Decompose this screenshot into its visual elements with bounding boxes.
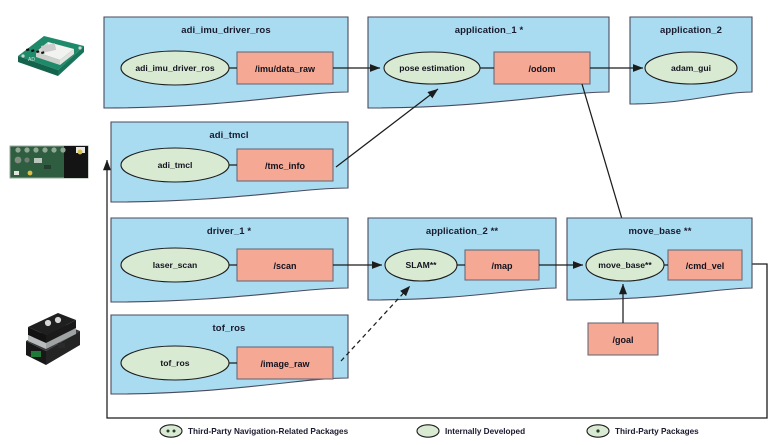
panel-title: application_1 * <box>455 25 524 36</box>
panel-adi-tmcl[interactable]: adi_tmcl adi_tmcl /tmc_info <box>110 121 349 203</box>
panel-driver-1[interactable]: driver_1 * laser_scan /scan <box>110 217 349 303</box>
panel-title: adi_imu_driver_ros <box>181 25 270 36</box>
legend-label: Third-Party Navigation-Related Packages <box>188 427 349 436</box>
node-label: SLAM** <box>405 260 437 270</box>
panel-tof-ros[interactable]: tof_ros tof_ros /image_raw <box>110 314 349 395</box>
topic-box[interactable] <box>236 346 334 380</box>
panel-application-2-gui[interactable]: application_2 adam_gui <box>629 16 753 105</box>
topic-goal[interactable]: /goal <box>587 322 659 356</box>
legend-item-third-party: Third-Party Packages <box>586 424 699 438</box>
topic-box[interactable] <box>464 249 540 281</box>
topic-box[interactable] <box>236 248 334 282</box>
topic-label: /image_raw <box>260 359 310 369</box>
edge-imageraw-to-slam-dashed <box>340 285 411 362</box>
topic-label: /scan <box>273 261 296 271</box>
topic-label: /odom <box>529 64 556 74</box>
legend-item-third-party-nav: Third-Party Navigation-Related Packages <box>159 424 349 438</box>
node-label: move_base** <box>598 260 652 270</box>
panel-move-base[interactable]: move_base ** move_base** /cmd_vel <box>566 217 753 301</box>
topic-box[interactable] <box>667 249 743 281</box>
imu-sensor-board-image: AD <box>8 24 92 91</box>
node-label: pose estimation <box>399 63 464 73</box>
node-label: adi_tmcl <box>158 160 193 170</box>
panel-application-2-slam[interactable]: application_2 ** SLAM** /map <box>367 217 557 301</box>
legend-label: Internally Developed <box>445 427 525 436</box>
legend: Third-Party Navigation-Related Packages … <box>159 424 699 438</box>
svg-text:AD: AD <box>28 57 35 63</box>
topic-box[interactable] <box>493 51 591 85</box>
tof-camera-module-image <box>14 305 88 382</box>
topic-box[interactable] <box>587 322 659 356</box>
legend-item-internal: Internally Developed <box>416 424 525 438</box>
node-ellipse[interactable] <box>644 51 738 85</box>
edge-tmcinfo-to-pose <box>335 88 439 168</box>
topic-box[interactable] <box>236 148 334 182</box>
node-label: adam_gui <box>671 63 711 73</box>
topic-label: /imu/data_raw <box>255 64 316 74</box>
double-dot-ellipse-icon <box>159 424 183 438</box>
panel-title: adi_tmcl <box>209 130 248 141</box>
panel-title: application_2 ** <box>426 226 499 237</box>
panel-application-1[interactable]: application_1 * pose estimation /odom <box>367 16 610 109</box>
motor-controller-board-image <box>6 134 94 195</box>
node-label: tof_ros <box>160 358 189 368</box>
panel-title: application_2 <box>660 25 722 36</box>
topic-label: /cmd_vel <box>686 261 725 271</box>
node-label: laser_scan <box>153 260 197 270</box>
panel-adi-imu-driver-ros[interactable]: adi_imu_driver_ros adi_imu_driver_ros /i… <box>103 16 349 109</box>
panel-title: tof_ros <box>213 323 246 334</box>
topic-box[interactable] <box>236 51 334 85</box>
plain-ellipse-icon <box>416 424 440 438</box>
legend-label: Third-Party Packages <box>615 427 699 436</box>
topic-label: /tmc_info <box>265 161 306 171</box>
node-label: adi_imu_driver_ros <box>135 63 215 73</box>
topic-label: /map <box>491 261 513 271</box>
panel-title: driver_1 * <box>207 226 252 237</box>
panel-title: move_base ** <box>629 226 692 237</box>
topic-label: /goal <box>612 335 633 345</box>
